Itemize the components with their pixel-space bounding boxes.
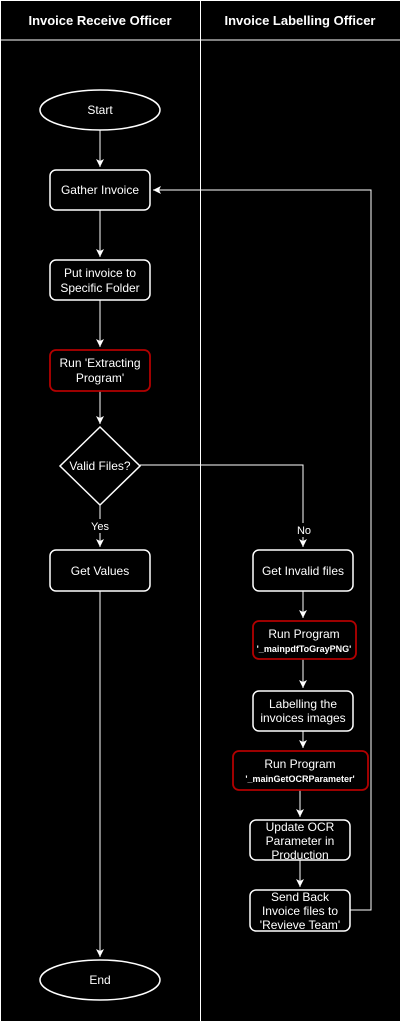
put-invoice-label-2: Specific Folder [60,281,139,295]
start-node [39,89,161,131]
update-ocr-label-1: Update OCR [266,820,335,834]
gather-invoice-node [49,169,151,211]
update-ocr-label-2: Parameter in [266,834,335,848]
end-label: End [89,973,110,987]
end-node [39,959,161,1001]
run-ocr-node [232,750,369,791]
run-pdf-label-1: Run Program [268,627,339,641]
put-invoice-label-1: Put invoice to [64,266,136,280]
lane-header-left: Invoice Receive Officer [28,13,171,28]
send-back-label-3: 'Revieve Team' [260,918,340,932]
put-invoice-node [49,259,151,301]
no-label: No [297,525,311,537]
run-extracting-label-2: Program' [76,371,124,385]
get-values-label: Get Values [71,564,129,578]
no-label-bg [296,523,312,537]
edge-valid-no [140,464,307,547]
send-back-node [249,889,351,932]
valid-files-label: Valid Files? [69,459,130,473]
gather-invoice-label: Gather Invoice [61,183,139,197]
lane-header-right: Invoice Labelling Officer [225,13,376,28]
start-label: Start [87,103,113,117]
send-back-label-1: Send Back [271,890,330,904]
update-ocr-node [249,819,351,861]
labelling-node [252,690,354,732]
run-ocr-label-1: Run Program [264,757,335,771]
labelling-label-2: invoices images [260,711,345,725]
yes-label-bg [92,519,109,533]
labelling-label-1: Labelling the [269,697,337,711]
update-ocr-label-3: Production [271,848,328,862]
get-invalid-label: Get Invalid files [262,564,344,578]
get-values-node [49,549,151,592]
yes-label: Yes [91,521,109,533]
run-ocr-label-2: '_mainGetOCRParameter' [245,774,354,784]
get-invalid-node [252,549,354,592]
edge-send-gather-loop [153,186,372,911]
run-extracting-node [49,349,151,392]
run-pdf-node [252,620,357,660]
run-pdf-label-2: '_mainpdfToGrayPNG' [257,644,352,654]
valid-files-decision [58,425,142,507]
run-extracting-label-1: Run 'Extracting [60,356,141,370]
send-back-label-2: Invoice files to [262,904,338,918]
